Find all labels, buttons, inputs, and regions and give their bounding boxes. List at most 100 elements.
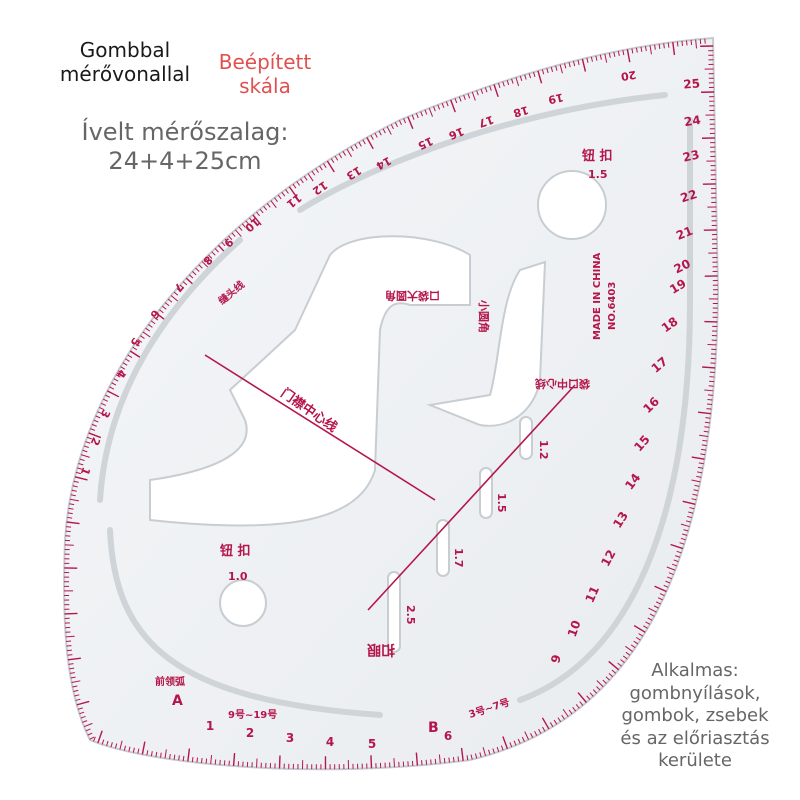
ruler-tick [474, 753, 478, 759]
ruler-tick [450, 99, 456, 113]
ruler-tick [511, 78, 514, 84]
ruler-tick [557, 717, 562, 723]
ruler-number: 1 [206, 719, 214, 733]
ruler-tick [67, 657, 81, 661]
ruler-tick [649, 613, 655, 617]
ruler-tick [497, 82, 501, 88]
ruler-tick [82, 449, 88, 453]
chinese-label-2: 前领弧 [155, 675, 185, 688]
ruler-tick [617, 662, 622, 667]
ruler-tick [633, 624, 646, 633]
ruler-tick [300, 178, 304, 184]
ruler-tick [208, 254, 213, 259]
ruler-tick [654, 44, 656, 50]
ruler-tick [192, 271, 197, 276]
ruler-tick [668, 572, 674, 575]
ruler-tick [564, 63, 567, 69]
ruler-tick [196, 757, 199, 763]
ruler-tick [625, 645, 633, 652]
ruler-number: 10 [565, 618, 584, 638]
ruler-tick [592, 689, 598, 694]
ruler-tick [256, 211, 260, 217]
ruler-tick [75, 471, 81, 475]
ruler-tick [382, 128, 386, 134]
curved-tape-caption: Ívelt mérőszalag: 24+4+25cm [40, 118, 330, 176]
ruler-tick [238, 226, 243, 231]
ruler-tick [687, 515, 693, 519]
ruler-tick [366, 137, 374, 150]
ruler-tick [691, 456, 705, 460]
ruler-tick [470, 754, 473, 760]
caption-line: Gombbal [79, 38, 171, 62]
ruler-tick [182, 755, 185, 761]
ruler-tick [75, 698, 81, 701]
ruler-tick [109, 386, 115, 390]
ruler-tick [90, 428, 96, 431]
ruler-tick [428, 107, 433, 117]
ruler-tick [69, 672, 75, 674]
ruler-tick [701, 448, 707, 451]
ruler-tick [241, 223, 246, 228]
ruler-tick [403, 118, 407, 124]
caption-line: gombok, zsebek [621, 705, 769, 726]
ruler-tick [643, 625, 648, 629]
ruler-tick [67, 516, 73, 519]
size-range-a: 9号~19号 [228, 709, 277, 721]
ruler-tick [443, 757, 446, 764]
ruler-tick [67, 654, 73, 656]
ruler-tick [162, 305, 167, 310]
ruler-tick [93, 736, 96, 742]
ruler-tick [596, 686, 601, 691]
ruler-tick [626, 49, 631, 63]
ruler-tick [370, 755, 373, 769]
ruler-tick [697, 411, 712, 415]
ruler-tick [553, 719, 558, 725]
ruler-tick [488, 749, 491, 755]
caption-line: 24+4+25cm [108, 146, 262, 175]
ruler-tick [586, 57, 589, 63]
ruler-number: 16 [446, 124, 465, 142]
ruler-tick [608, 660, 620, 671]
ruler-tick [484, 87, 488, 93]
ruler-tick [533, 71, 536, 77]
ruler-tick [445, 101, 449, 107]
ruler-number: 19 [547, 90, 565, 106]
caption-line: mérővonallal [59, 62, 191, 86]
ruler-tick [496, 746, 500, 752]
ruler-tick [252, 214, 262, 226]
ruler-tick [622, 50, 625, 56]
ruler-tick [169, 754, 171, 760]
ruler-tick [586, 695, 591, 700]
ruler-tick [701, 444, 707, 447]
ruler-tick [173, 291, 179, 296]
ruler-tick [415, 752, 419, 766]
ruler-number: 2 [246, 726, 254, 740]
ruler-tick [644, 46, 647, 52]
caption-line: Beépített [218, 50, 312, 74]
ruler-number: 20 [620, 68, 638, 83]
ruler-tick [649, 45, 652, 55]
ruler-tick [653, 605, 659, 609]
ruler-tick [458, 96, 462, 102]
ruler-tick [698, 462, 704, 465]
pocket-center-line [367, 384, 576, 611]
ruler-tick [648, 607, 657, 613]
ruler-tick [676, 550, 682, 554]
ruler-tick [555, 65, 558, 71]
ruler-tick [68, 507, 74, 510]
ruler-tick [631, 48, 634, 54]
ruler-tick [611, 669, 617, 674]
ruler-number: 21 [674, 224, 695, 243]
ruler-tick [74, 476, 88, 481]
ruler-tick [122, 362, 128, 366]
ruler-number: 11 [583, 584, 603, 605]
builtin-scale-caption: Beépített skála [200, 50, 330, 98]
ruler-tick [463, 94, 466, 100]
ruler-tick [354, 144, 358, 149]
ruler-tick [595, 55, 598, 61]
ruler-tick [546, 68, 549, 74]
curved-edge-ticks [64, 38, 718, 770]
ruler-tick [374, 132, 378, 138]
ruler-tick [281, 191, 286, 197]
